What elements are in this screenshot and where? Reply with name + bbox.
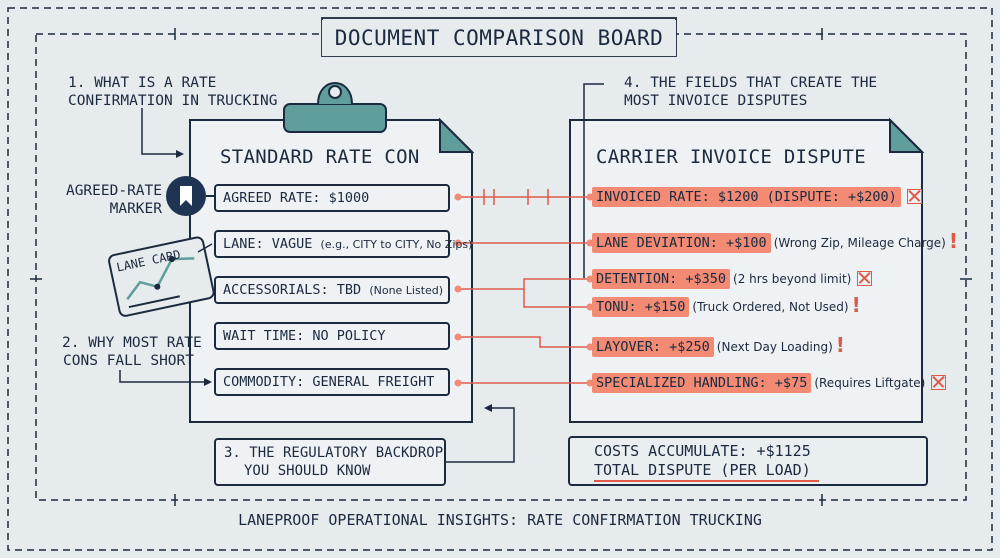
- inner-frame: [35, 33, 967, 501]
- x-mark-icon: [931, 374, 947, 390]
- field-note: (e.g., CITY to CITY, No Zips): [320, 238, 473, 251]
- summary-line-2: TOTAL DISPUTE (PER LOAD): [594, 461, 819, 482]
- dispute-note: (Truck Ordered, Not Used): [692, 300, 849, 314]
- field-main: COMMODITY: GENERAL FREIGHT: [223, 374, 435, 390]
- note-3-line-2: YOU SHOULD KNOW: [244, 463, 371, 479]
- note4-arrow: [583, 83, 604, 278]
- note-1-line-2: CONFIRMATION IN TRUCKING: [68, 93, 278, 109]
- dispute-connectors: [458, 189, 590, 384]
- dispute-tonu: TONU: +$150(Truck Ordered, Not Used)!: [592, 293, 861, 319]
- note-1: 1. WHAT IS A RATE CONFIRMATION IN TRUCKI…: [68, 74, 278, 110]
- dispute-main: INVOICED RATE: $1200 (DISPUTE: +$200): [592, 187, 901, 207]
- note-2-line-1: 2. WHY MOST RATE: [62, 335, 202, 351]
- dispute-summary-box: COSTS ACCUMULATE: +$1125 TOTAL DISPUTE (…: [568, 436, 928, 486]
- dispute-invoiced-rate: INVOICED RATE: $1200 (DISPUTE: +$200): [592, 185, 922, 209]
- board-title: DOCUMENT COMPARISON BOARD: [322, 20, 676, 56]
- clipboard-clip-icon: [283, 82, 387, 133]
- note-4-line-1: 4. THE FIELDS THAT CREATE THE: [624, 75, 878, 91]
- dispute-note: (Next Day Loading): [716, 340, 833, 354]
- field-accessorials: ACCESSORIALS: TBD (None Listed): [214, 276, 450, 304]
- dispute-main: TONU: +$150: [592, 297, 690, 317]
- marker-label-line-1: AGREED-RATE: [65, 183, 162, 199]
- field-agreed-rate: AGREED RATE: $1000: [214, 184, 450, 212]
- note-4: 4. THE FIELDS THAT CREATE THE MOST INVOI…: [624, 74, 877, 110]
- note-2: 2. WHY MOST RATE CONS FALL SHORT: [62, 334, 202, 370]
- exclamation-icon: !: [851, 293, 861, 317]
- field-main: WAIT TIME: NO POLICY: [223, 328, 386, 344]
- connector-dots: [454, 193, 594, 387]
- note-4-line-2: MOST INVOICE DISPUTES: [624, 93, 808, 109]
- agreed-rate-marker: [166, 176, 206, 216]
- dispute-specialized-handling: SPECIALIZED HANDLING: +$75(Requires Lift…: [592, 371, 947, 395]
- note1-arrow: [141, 108, 182, 155]
- dispute-main: DETENTION: +$350: [592, 269, 731, 289]
- exclamation-icon: !: [948, 229, 958, 253]
- x-mark-icon: [906, 188, 922, 204]
- agreed-rate-marker-label: AGREED-RATE MARKER: [62, 182, 162, 218]
- dispute-note: (Requires Liftgate): [814, 376, 926, 390]
- note-1-line-1: 1. WHAT IS A RATE: [68, 75, 217, 91]
- marker-label-line-2: MARKER: [109, 201, 162, 217]
- summary-line-1: COSTS ACCUMULATE: +$1125: [594, 442, 811, 460]
- field-note: (None Listed): [369, 284, 444, 297]
- note2-arrow: [119, 370, 208, 383]
- dispute-layover: LAYOVER: +$250(Next Day Loading)!: [592, 333, 845, 359]
- field-lane: LANE: VAGUE (e.g., CITY to CITY, No Zips…: [214, 230, 472, 258]
- dispute-main: LAYOVER: +$250: [592, 337, 714, 357]
- field-main: ACCESSORIALS: TBD: [223, 282, 370, 298]
- field-main: AGREED RATE: $1000: [223, 190, 370, 206]
- note-3-box: 3. THE REGULATORY BACKDROP YOU SHOULD KN…: [214, 438, 446, 486]
- page-fold: [439, 117, 475, 153]
- dispute-note: (Wrong Zip, Mileage Charge): [773, 236, 946, 250]
- x-mark-icon: [857, 270, 873, 286]
- dispute-lane-deviation: LANE DEVIATION: +$100(Wrong Zip, Mileage…: [592, 229, 958, 255]
- exclamation-icon: !: [835, 333, 845, 357]
- dispute-detention: DETENTION: +$350(2 hrs beyond limit): [592, 267, 873, 291]
- bookmark-icon: [180, 186, 192, 206]
- standard-rate-con-title: STANDARD RATE CON: [220, 146, 420, 168]
- dispute-main: LANE DEVIATION: +$100: [592, 233, 771, 253]
- field-commodity: COMMODITY: GENERAL FREIGHT: [214, 368, 450, 396]
- dispute-note: (2 hrs beyond limit): [733, 272, 852, 286]
- dispute-main: SPECIALIZED HANDLING: +$75: [592, 373, 812, 393]
- note3-arrow: [446, 407, 515, 463]
- note-3-line-1: 3. THE REGULATORY BACKDROP: [224, 445, 444, 461]
- outer-frame: [7, 7, 993, 551]
- note-2-line-2: CONS FALL SHORT: [63, 353, 194, 369]
- field-main: LANE: VAGUE: [223, 236, 321, 252]
- footer-caption: LANEPROOF OPERATIONAL INSIGHTS: RATE CON…: [238, 511, 762, 529]
- lane-card-icon: [108, 236, 215, 317]
- field-wait-time: WAIT TIME: NO POLICY: [214, 322, 450, 350]
- carrier-invoice-dispute-title: CARRIER INVOICE DISPUTE: [596, 146, 866, 168]
